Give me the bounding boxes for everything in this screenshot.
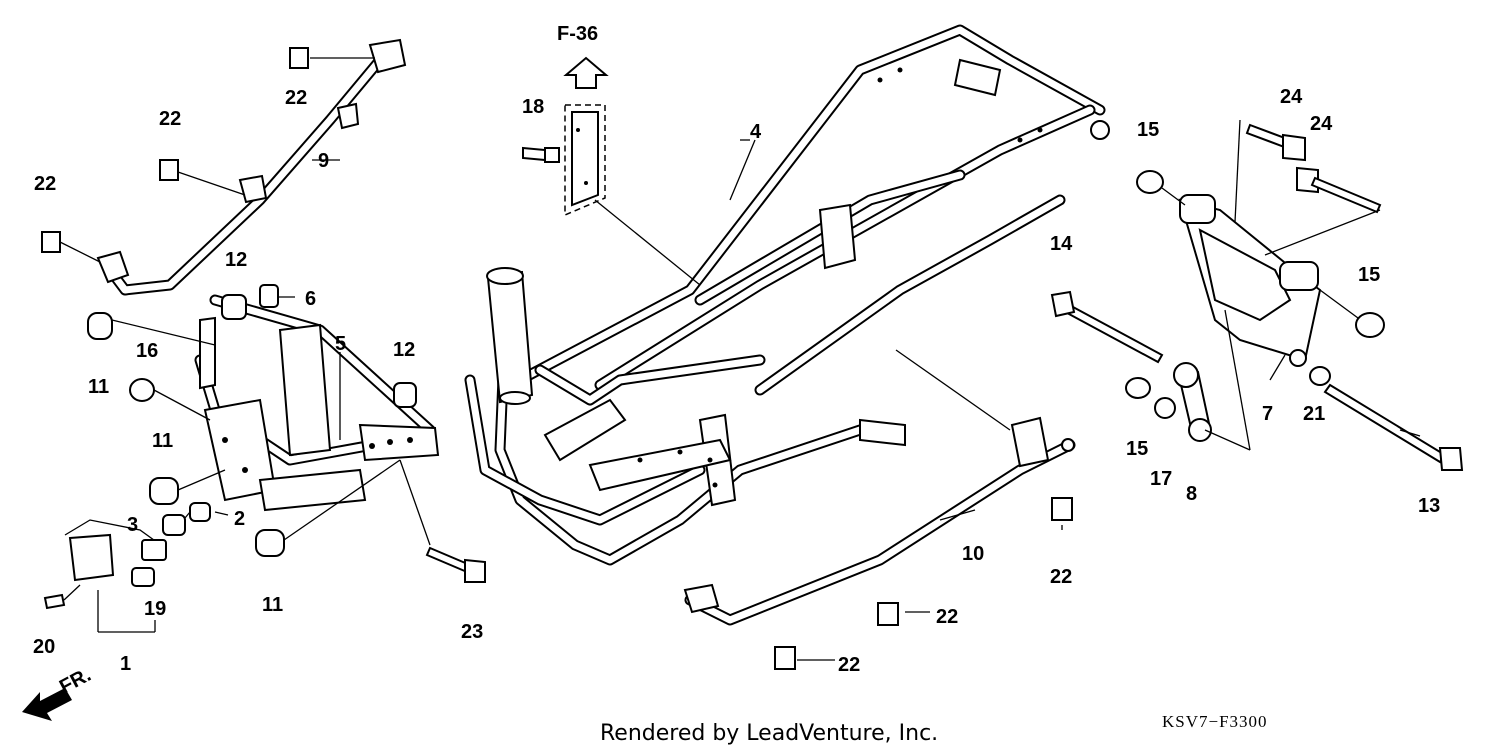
callout-23: 23 [461, 621, 483, 643]
callout-9: 9 [318, 150, 329, 172]
callout-17: 17 [1150, 468, 1172, 490]
callout-2: 2 [234, 508, 245, 530]
callout-18: 18 [522, 96, 544, 118]
callout-3: 3 [127, 514, 138, 536]
callout-6: 6 [305, 288, 316, 310]
callout-24-a: 24 [1280, 86, 1303, 108]
callout-20: 20 [33, 636, 55, 658]
diagram-code: KSV7−F3300 [1162, 712, 1268, 731]
main-frame [464, 24, 1110, 566]
callout-10: 10 [962, 543, 984, 565]
leader-lines [59, 57, 1421, 661]
callout-22-a: 22 [285, 87, 307, 109]
ref-label: F-36 [557, 23, 598, 45]
callout-13: 13 [1418, 495, 1440, 517]
callout-11-a: 11 [88, 376, 109, 398]
callout-1: 1 [120, 653, 131, 675]
callout-labels: 1 2 3 4 5 6 7 8 9 10 11 11 11 12 12 13 1… [33, 86, 1440, 676]
callout-21: 21 [1303, 403, 1325, 425]
callout-22-d: 22 [1050, 566, 1072, 588]
callout-11-c: 11 [262, 594, 283, 616]
rear-bracket-7 [1178, 194, 1322, 367]
callout-12-a: 12 [225, 249, 247, 271]
callout-22-f: 22 [838, 654, 860, 676]
callout-19: 19 [144, 598, 166, 620]
callout-16: 16 [136, 340, 158, 362]
pipe-9 [96, 38, 407, 296]
callout-22-e: 22 [936, 606, 958, 628]
callout-5: 5 [335, 333, 346, 355]
callout-22-b: 22 [159, 108, 181, 130]
pipe-10 [683, 416, 1076, 626]
callout-24-b: 24 [1310, 113, 1333, 135]
callout-8: 8 [1186, 483, 1197, 505]
callout-14: 14 [1050, 233, 1073, 255]
callout-11-b: 11 [152, 430, 173, 452]
callout-15-b: 15 [1358, 264, 1380, 286]
callout-15-a: 15 [1137, 119, 1159, 141]
callout-12-b: 12 [393, 339, 415, 361]
reference-arrow: F-36 [557, 23, 609, 217]
footer-credit: Rendered by LeadVenture, Inc. [600, 721, 938, 746]
callout-4: 4 [750, 121, 762, 143]
front-direction-arrow: FR. [22, 664, 95, 721]
callout-7: 7 [1262, 403, 1273, 425]
link-8 [1173, 362, 1212, 442]
callout-15-c: 15 [1126, 438, 1148, 460]
fasteners [41, 47, 1464, 670]
callout-22-c: 22 [34, 173, 56, 195]
